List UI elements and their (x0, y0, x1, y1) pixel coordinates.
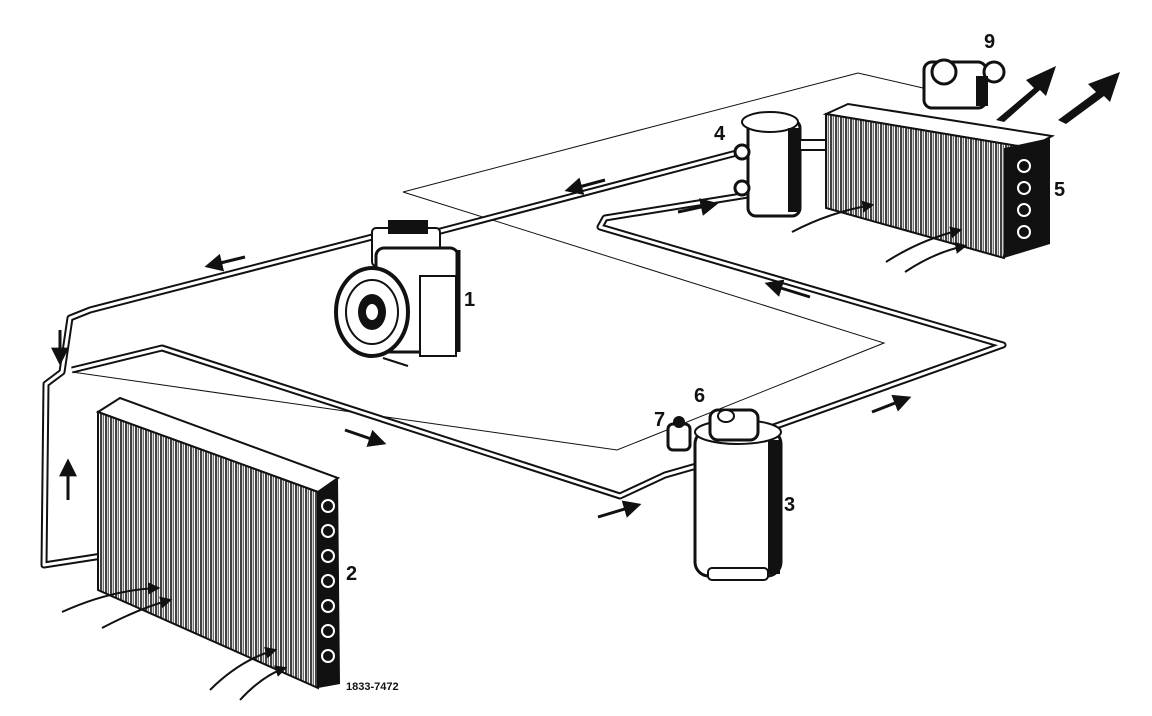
sight-glass (717, 409, 735, 423)
pressure-switch (666, 416, 692, 452)
condenser-airflow-arrows (61, 582, 288, 701)
outlet-airflow-arrows (996, 66, 1120, 124)
condenser (95, 396, 341, 690)
flow-arrow (597, 500, 642, 519)
figure-code: 1833-7472 (346, 681, 399, 693)
compressor (334, 220, 461, 367)
label-evaporator: 5 (1054, 179, 1065, 201)
base-plane-outline (71, 72, 924, 451)
evaporator-tube-bends (1017, 159, 1031, 239)
label-receiver-drier: 3 (784, 494, 795, 516)
flow-arrow (871, 394, 912, 414)
evaporator (822, 102, 1056, 260)
label-pressure-switch: 7 (654, 409, 665, 431)
refrigerant-lines (40, 146, 1007, 569)
flow-arrow (677, 198, 719, 216)
flow-arrow (764, 279, 811, 299)
outlet-arrow (1058, 72, 1120, 124)
label-condenser: 2 (346, 563, 357, 585)
airflow-arrow (239, 665, 288, 701)
outlet-arrow (996, 66, 1056, 122)
blower-motor (922, 58, 1006, 110)
airflow-arrow (61, 582, 161, 613)
receiver-drier (666, 408, 783, 581)
component-labels: 1 2 3 4 5 6 7 9 1833-7472 (346, 31, 1065, 693)
evaporator-airflow-arrows (791, 200, 968, 273)
airflow-arrow (791, 200, 875, 233)
condenser-tube-bends (321, 499, 335, 663)
flow-arrow (344, 428, 387, 447)
label-expansion-valve: 4 (714, 123, 726, 145)
flow-arrows (51, 177, 912, 519)
expansion-valve (733, 111, 827, 218)
label-compressor: 1 (464, 289, 475, 311)
flow-arrow (564, 177, 606, 195)
airflow-arrow (885, 226, 963, 263)
airflow-arrow (904, 242, 968, 273)
airflow-arrow (209, 646, 278, 691)
airflow-arrow (101, 596, 173, 629)
label-blower: 9 (984, 31, 995, 53)
label-sight-glass: 6 (694, 385, 705, 407)
flow-arrow (204, 253, 246, 272)
compressor-pulley (334, 266, 410, 358)
